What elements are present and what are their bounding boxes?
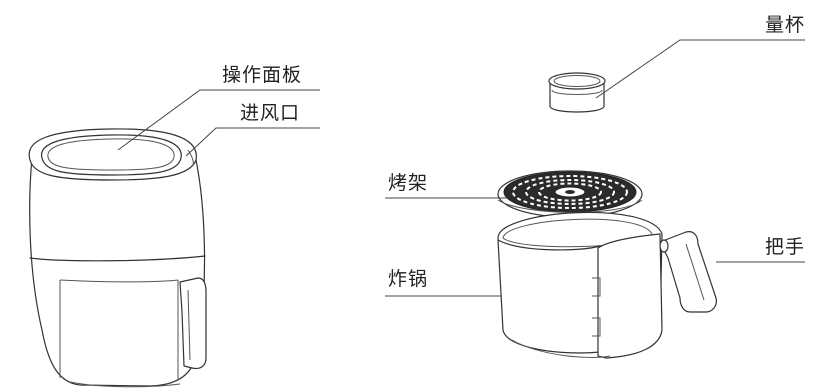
label-rack: 烤架 (388, 172, 429, 194)
measuring-cup (548, 72, 606, 113)
air-inlet-leader (185, 127, 320, 157)
pot (497, 211, 717, 359)
measuring-cup-leader (595, 39, 805, 99)
label-measuring-cup: 量杯 (765, 14, 806, 36)
air-fryer-body (28, 128, 207, 388)
label-control-panel: 操作面板 (222, 64, 303, 86)
rack (497, 170, 643, 218)
label-handle: 把手 (765, 236, 806, 258)
control-panel-leader (117, 89, 320, 151)
label-air-inlet: 进风口 (240, 102, 301, 124)
label-pot: 炸锅 (388, 268, 429, 290)
